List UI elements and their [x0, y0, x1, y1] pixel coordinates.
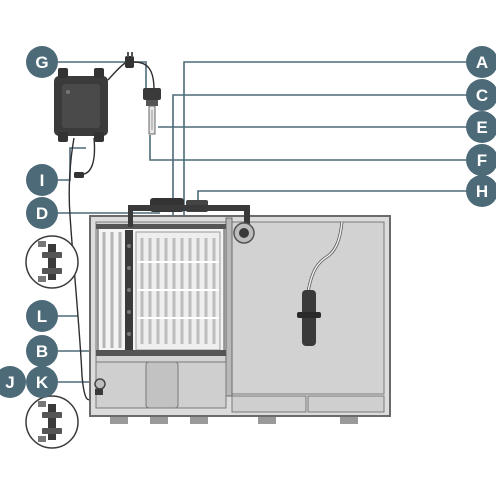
svg-text:A: A: [476, 53, 488, 72]
callout-b: B: [26, 335, 58, 367]
leader-f: [149, 135, 468, 161]
callout-l: L: [26, 300, 58, 332]
callout-e: E: [466, 111, 496, 143]
leader-g: [58, 61, 147, 90]
svg-text:D: D: [36, 204, 48, 223]
drain-fitting: [94, 378, 106, 395]
valve-icon: [25, 235, 79, 289]
filter-roller: [96, 224, 226, 356]
motor-assembly: [128, 198, 250, 227]
svg-text:L: L: [37, 307, 47, 326]
outlet-fitting-icon: [233, 222, 255, 244]
heater-icon: [297, 221, 344, 346]
svg-text:H: H: [476, 182, 488, 201]
svg-text:B: B: [36, 342, 48, 361]
cord-connector: [74, 172, 84, 178]
svg-text:J: J: [5, 373, 14, 392]
callout-h: H: [466, 175, 496, 207]
plug-icon: [125, 52, 134, 68]
probe-icon: [143, 88, 161, 135]
valve-icon-lower: [25, 395, 79, 449]
svg-text:K: K: [36, 373, 49, 392]
svg-text:G: G: [35, 53, 48, 72]
callout-c: C: [466, 79, 496, 111]
svg-text:F: F: [477, 151, 487, 170]
leader-a: [183, 61, 468, 228]
svg-text:I: I: [40, 171, 45, 190]
leader-lines: [58, 61, 468, 383]
callout-i: I: [26, 164, 58, 196]
callout-f: F: [466, 144, 496, 176]
callout-k: K: [26, 366, 58, 398]
callout-a: A: [466, 46, 496, 78]
callout-g: G: [26, 46, 58, 78]
controller-box-icon: [54, 68, 108, 142]
callout-d: D: [26, 197, 58, 229]
svg-text:C: C: [476, 86, 488, 105]
callout-j: J: [0, 366, 26, 398]
svg-text:E: E: [476, 118, 487, 137]
